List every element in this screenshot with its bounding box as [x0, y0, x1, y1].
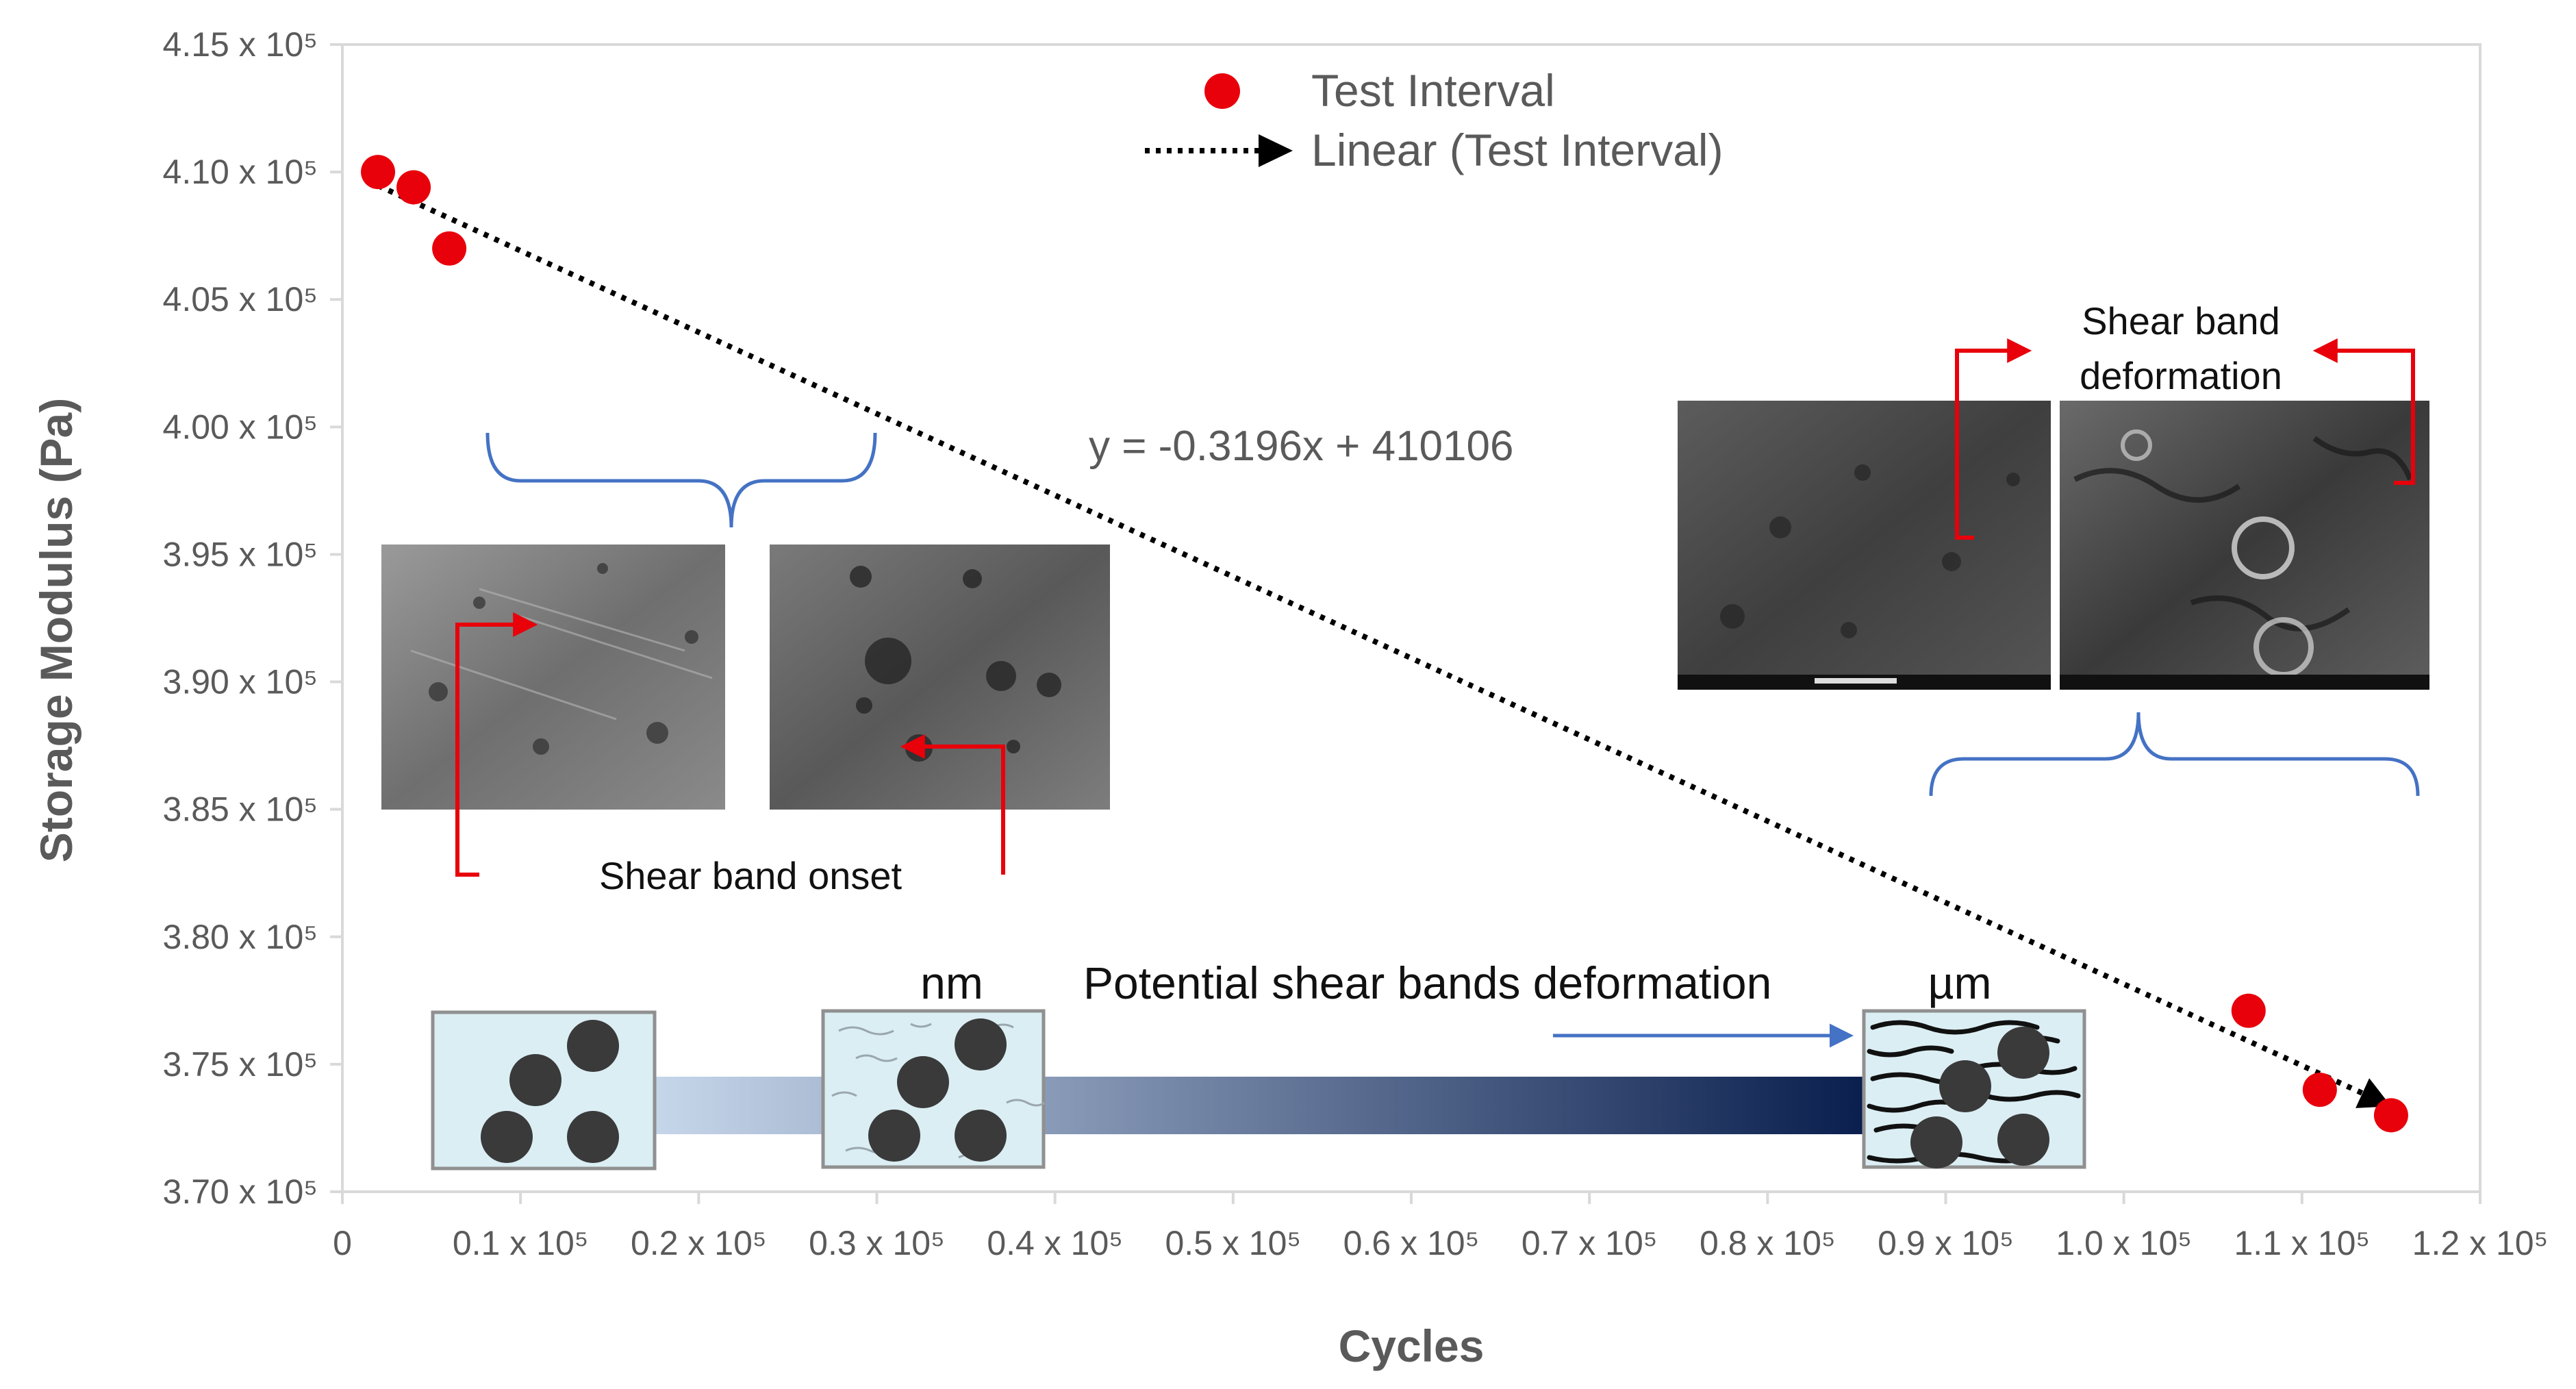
particle — [955, 1018, 1007, 1071]
x-tick-label: 0.3 x 10⁵ — [809, 1224, 945, 1262]
x-tick-label: 0.6 x 10⁵ — [1343, 1224, 1480, 1262]
legend-marker-test-interval — [1204, 73, 1240, 109]
legend-arrowhead — [1259, 134, 1293, 167]
data-point — [2373, 1098, 2408, 1133]
sem-scale-strip — [2060, 675, 2429, 690]
y-tick-label: 3.95 x 10⁵ — [163, 535, 318, 573]
particle — [509, 1054, 561, 1106]
brace-right — [1929, 712, 2420, 797]
x-axis-ticks: 0 0.1 x 10⁵ 0.2 x 10⁵ 0.3 x 10⁵ 0.4 x 10⁵ 0.5… — [333, 1192, 2548, 1262]
annotation-line: deformation — [2080, 354, 2282, 397]
particle — [481, 1111, 533, 1163]
particle — [955, 1110, 1007, 1162]
y-axis-title: Storage Modulus (Pa) — [31, 398, 81, 862]
red-arrow-onset-left — [455, 612, 538, 877]
trendline-equation: y = -0.3196x + 410106 — [1089, 423, 1513, 470]
x-tick-label: 0.8 x 10⁵ — [1700, 1224, 1836, 1262]
x-tick-label: 0.9 x 10⁵ — [1878, 1224, 2014, 1262]
shear-band-onset-label: Shear band onset — [599, 854, 902, 897]
data-point — [396, 170, 431, 205]
y-tick-label: 4.10 x 10⁵ — [163, 153, 318, 191]
x-tick-label: 1.2 x 10⁵ — [2412, 1224, 2549, 1262]
x-tick-label: 0.1 x 10⁵ — [453, 1224, 589, 1262]
x-tick-label: 1.1 x 10⁵ — [2234, 1224, 2371, 1262]
sem-image — [381, 545, 725, 810]
red-arrow-deform-right — [2312, 338, 2415, 485]
red-arrow-deform-left — [1955, 338, 2032, 540]
brace-left — [485, 432, 877, 528]
y-tick-label: 3.75 x 10⁵ — [163, 1045, 318, 1084]
y-tick-label: 3.85 x 10⁵ — [163, 790, 318, 829]
sem-texture — [429, 563, 698, 755]
red-arrow-onset-right — [900, 734, 1005, 875]
potential-label: Potential shear bands deformation — [1083, 958, 1771, 1008]
shear-band-deformation-label: Shear band deformation — [2080, 299, 2282, 397]
x-tick-label: 0 — [333, 1224, 352, 1262]
y-tick-label: 4.15 x 10⁵ — [163, 25, 318, 64]
particle — [1910, 1116, 1962, 1168]
sem-image — [1678, 401, 2051, 690]
sem-images-onset — [381, 545, 1110, 810]
y-tick-label: 3.70 x 10⁵ — [163, 1173, 318, 1211]
schematic: nm µm Potential shear bands deformation — [431, 958, 2086, 1171]
x-tick-label: 0.7 x 10⁵ — [1521, 1224, 1658, 1262]
x-tick-label: 1.0 x 10⁵ — [2056, 1224, 2192, 1262]
y-tick-label: 3.80 x 10⁵ — [163, 918, 318, 956]
particle — [1997, 1114, 2049, 1166]
data-point — [432, 231, 467, 266]
sem-images-deformation — [1678, 401, 2429, 690]
trendline — [377, 183, 2364, 1096]
particle — [567, 1111, 619, 1163]
particle — [1939, 1060, 1991, 1112]
x-tick-label: 0.2 x 10⁵ — [631, 1224, 767, 1262]
y-axis-ticks: 3.70 x 10⁵ 3.75 x 10⁵ 3.80 x 10⁵ 3.85 x 10⁵… — [163, 25, 342, 1211]
particle — [897, 1056, 949, 1108]
sem-image — [770, 545, 1110, 810]
sem-image — [2060, 401, 2429, 690]
legend-label-test-interval: Test Interval — [1311, 65, 1555, 116]
data-point — [2302, 1073, 2337, 1108]
x-tick-label: 0.5 x 10⁵ — [1165, 1224, 1302, 1262]
legend: Test Interval Linear (Test Interval) — [1145, 65, 1723, 175]
particle — [868, 1110, 920, 1162]
y-tick-label: 4.00 x 10⁵ — [163, 408, 318, 446]
data-points — [361, 155, 2408, 1133]
x-tick-label: 0.4 x 10⁵ — [987, 1224, 1123, 1262]
annotation-line: Shear band — [2082, 299, 2280, 342]
sem-texture — [850, 566, 1061, 762]
um-label: µm — [1928, 958, 1991, 1008]
nm-crazes — [831, 1023, 1045, 1159]
data-point — [361, 155, 396, 190]
y-tick-label: 3.90 x 10⁵ — [163, 663, 318, 701]
x-axis-title: Cycles — [1339, 1321, 1485, 1371]
nm-label: nm — [920, 958, 983, 1008]
data-point — [2231, 993, 2266, 1028]
y-tick-label: 4.05 x 10⁵ — [163, 280, 318, 318]
legend-label-linear: Linear (Test Interval) — [1311, 125, 1723, 175]
particle — [567, 1020, 619, 1072]
particle — [1997, 1027, 2049, 1079]
